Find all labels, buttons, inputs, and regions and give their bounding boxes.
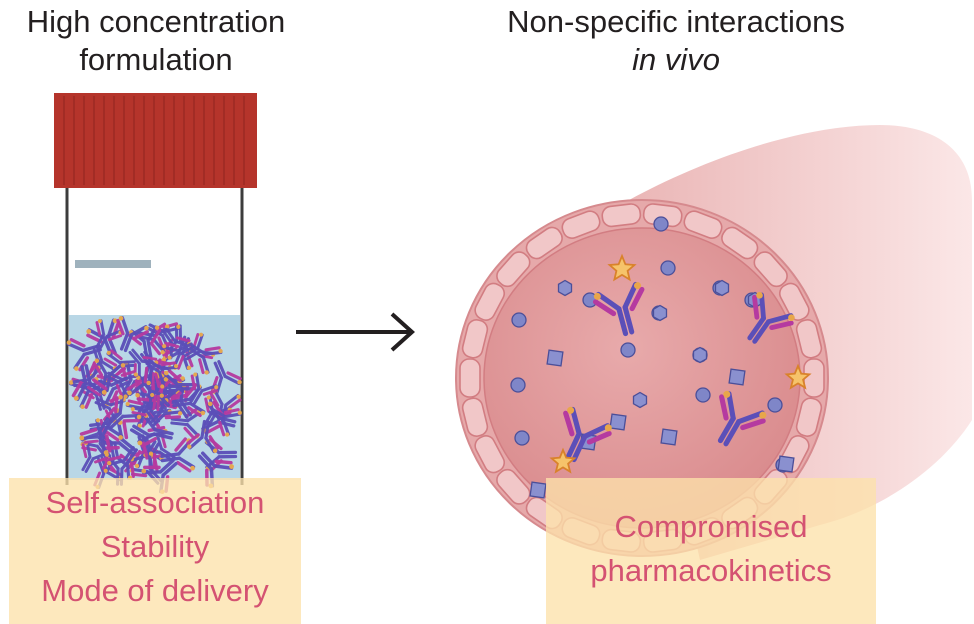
square-molecule-icon (609, 413, 627, 431)
endothelial-cell (601, 203, 642, 228)
circle-molecule-icon (514, 430, 530, 446)
antibody-icon (105, 370, 138, 399)
square-molecule-icon (728, 368, 746, 386)
left-title-line1: High concentration (26, 4, 286, 39)
arrow-right-icon (296, 312, 415, 352)
endothelial-cell (803, 358, 825, 398)
left-panel-title: High concentration formulation (0, 3, 312, 79)
antibody-icon (106, 394, 142, 430)
antibody-icon (188, 344, 223, 375)
circle-molecule-icon (695, 387, 711, 403)
antibody-icon (186, 419, 220, 454)
right-panel-title: Non-specific interactions in vivo (448, 3, 904, 79)
square-molecule-icon (529, 481, 547, 499)
antibody-icon (116, 316, 149, 353)
endothelial-cell (525, 226, 563, 260)
left-title-line2: formulation (79, 42, 233, 77)
endothelial-cell (721, 226, 759, 260)
vessel-molecules (510, 216, 795, 499)
circle-molecule-icon (510, 377, 526, 393)
antibody-icon (162, 341, 195, 370)
vial-cap-ridges (63, 96, 245, 185)
endothelial-cell (496, 468, 531, 505)
endothelial-cell (459, 358, 481, 398)
endothelial-cell (778, 282, 810, 321)
vessel-stars (549, 253, 812, 474)
square-molecule-icon (777, 455, 795, 473)
right-title-line2: in vivo (632, 42, 720, 77)
antibody-icon (95, 319, 123, 351)
endothelial-cell (461, 319, 489, 359)
antibody-icon (592, 281, 645, 337)
antibody-icon (747, 291, 795, 344)
antibody-icon (128, 348, 159, 380)
antibody-icon (145, 358, 179, 389)
label-pharmacokinetics: pharmacokinetics (590, 553, 832, 588)
right-label-box: Compromised pharmacokinetics (546, 478, 876, 624)
square-molecule-icon (546, 349, 564, 367)
endothelial-cell (753, 251, 788, 288)
circle-molecule-icon (620, 342, 636, 358)
circle-molecule-icon (511, 312, 527, 328)
antibody-icon (79, 417, 113, 455)
hexagon-molecule-icon (557, 279, 573, 297)
hexagon-molecule-icon (652, 304, 668, 322)
label-mode-of-delivery: Mode of delivery (41, 573, 269, 608)
antibody-icon (149, 393, 183, 427)
star-icon (607, 253, 637, 282)
star-icon (784, 363, 812, 390)
antibody-icon (717, 390, 767, 447)
circle-molecule-icon (653, 216, 669, 232)
endothelial-cell (474, 435, 506, 474)
square-molecule-icon (660, 428, 678, 446)
vial-glare (75, 260, 151, 268)
endothelial-cell (561, 210, 601, 239)
antibody-icon (66, 338, 102, 372)
hexagon-molecule-icon (632, 391, 648, 409)
antibody-icon (130, 392, 161, 425)
right-title-line1: Non-specific interactions (507, 4, 845, 39)
endothelial-cell (795, 397, 823, 437)
endothelial-cell (795, 319, 823, 359)
endothelial-cell (496, 251, 531, 288)
antibody-icon (163, 369, 197, 405)
label-compromised: Compromised (614, 509, 808, 544)
endothelial-cell (461, 397, 489, 437)
label-stability: Stability (100, 529, 210, 564)
antibody-icon (107, 446, 138, 480)
antibody-icon (563, 406, 612, 463)
label-self-association: Self-association (45, 485, 265, 520)
antibody-icon (71, 364, 108, 401)
antibody-icon (189, 372, 219, 406)
left-label-box: Self-association Stability Mode of deliv… (9, 478, 301, 624)
vessel-antibodies (563, 281, 795, 463)
endothelial-cell (683, 210, 723, 239)
vial-cap (54, 93, 257, 188)
antibody-icon (171, 383, 206, 418)
antibody-icon (208, 407, 242, 437)
endothelial-cell (474, 282, 506, 321)
circle-molecule-icon (767, 397, 783, 413)
hexagon-molecule-icon (692, 346, 708, 364)
star-icon (549, 447, 577, 474)
blood-vessel-icon (455, 125, 972, 560)
hexagon-molecule-icon (714, 279, 730, 297)
circle-molecule-icon (660, 260, 676, 276)
